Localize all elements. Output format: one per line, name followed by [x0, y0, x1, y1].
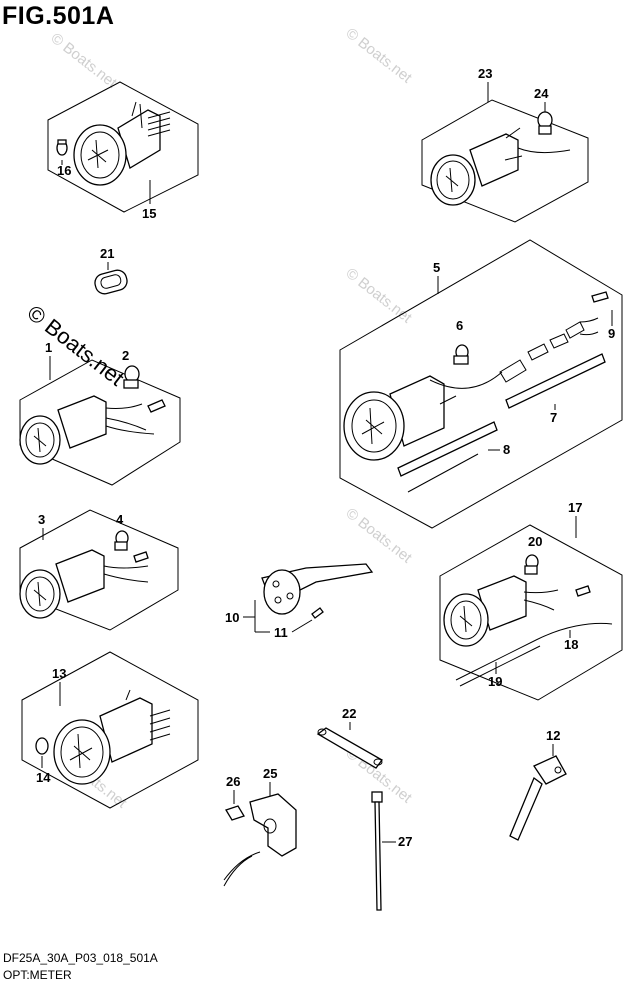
callout-27: 27 — [398, 834, 412, 849]
meter-5-drawing — [343, 371, 503, 461]
meter-group-1: 1 2 — [19, 340, 181, 486]
bulb-9-drawing — [591, 291, 609, 303]
callout-22: 22 — [342, 706, 356, 721]
part-25: 25 26 — [223, 766, 297, 887]
callout-7: 7 — [550, 410, 557, 425]
callout-6: 6 — [456, 318, 463, 333]
callout-26: 26 — [226, 774, 240, 789]
callout-16: 16 — [57, 163, 71, 178]
meter-group-5: 5 6 7 8 9 — [339, 239, 623, 529]
callout-25: 25 — [263, 766, 277, 781]
callout-1: 1 — [45, 340, 52, 355]
callout-14: 14 — [36, 770, 51, 785]
bulb-2-drawing — [123, 365, 166, 413]
callout-9: 9 — [608, 326, 615, 341]
figure-title: FIG.501A — [2, 2, 115, 30]
watermark-3: © Boats.net — [343, 265, 416, 327]
part-12: 12 — [509, 728, 567, 841]
callout-24: 24 — [534, 86, 549, 101]
meter-group-23: 23 24 — [421, 66, 589, 223]
figure-caption: OPT:METER — [3, 968, 72, 982]
bulb-16-drawing — [56, 139, 68, 156]
watermark-4: © Boats.net — [343, 505, 416, 567]
callout-23: 23 — [478, 66, 492, 81]
watermark-2: © Boats.net — [343, 25, 416, 87]
callout-5: 5 — [433, 260, 440, 275]
callout-12: 12 — [546, 728, 560, 743]
meter-group-13: 13 14 — [21, 651, 199, 809]
bulb-20-drawing — [524, 554, 591, 597]
meter-3-drawing — [19, 549, 149, 619]
callout-18: 18 — [564, 637, 578, 652]
watermark-1: © Boats.net — [48, 30, 121, 92]
callout-20: 20 — [528, 534, 542, 549]
callout-19: 19 — [488, 674, 502, 689]
meter-1-drawing — [19, 395, 155, 465]
drawing-code: DF25A_30A_P03_018_501A — [3, 951, 158, 965]
bulb-14-drawing — [35, 737, 49, 755]
meter-group-15: 16 15 — [47, 81, 199, 221]
callout-4: 4 — [116, 512, 124, 527]
callout-11: 11 — [274, 625, 288, 640]
bulb-4-drawing — [114, 530, 149, 563]
bracket-group-10: 10 11 — [225, 563, 374, 640]
harness-5-drawing — [499, 317, 599, 383]
part-27: 27 — [371, 791, 412, 911]
tube-7-drawing — [397, 353, 606, 493]
part-21: 21 — [94, 246, 128, 295]
callout-13: 13 — [52, 666, 66, 681]
callout-17: 17 — [568, 500, 582, 515]
callout-21: 21 — [100, 246, 114, 261]
meter-13-drawing — [53, 689, 171, 785]
callout-10: 10 — [225, 610, 239, 625]
meter-23-drawing — [430, 127, 571, 206]
meter-group-17: 17 20 18 19 — [439, 500, 623, 701]
meter-17-drawing — [443, 575, 559, 647]
harness-19-drawing — [455, 622, 613, 687]
meter-15-drawing — [73, 101, 171, 186]
callout-3: 3 — [38, 512, 45, 527]
part-22: 22 — [316, 706, 383, 769]
callout-8: 8 — [503, 442, 510, 457]
callout-2: 2 — [122, 348, 129, 363]
bulb-6-drawing — [453, 344, 469, 365]
meter-group-3: 3 4 — [19, 509, 179, 631]
callout-15: 15 — [142, 206, 156, 221]
bulb-24-drawing — [537, 111, 553, 135]
